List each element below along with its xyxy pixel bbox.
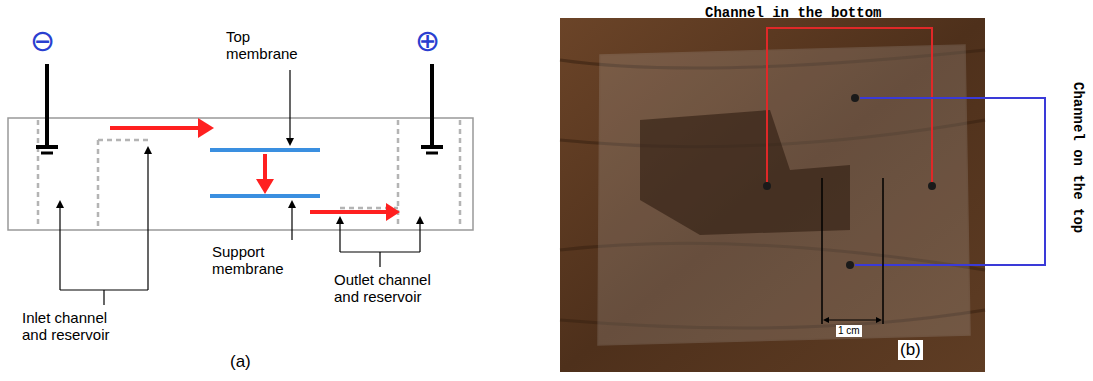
bracket [379, 252, 380, 267]
leader-line [289, 70, 290, 140]
channel-shadow [640, 110, 850, 235]
port-hole [928, 182, 936, 190]
electrode-plate [421, 145, 443, 149]
electrode-plate [426, 152, 438, 155]
bracket [103, 290, 104, 305]
flow-arrow [310, 210, 390, 214]
leader-arrowhead [416, 216, 424, 224]
part-label: Inlet channel and reservoir [22, 309, 132, 344]
flow-arrowhead [198, 118, 214, 138]
channel-wall [98, 139, 148, 142]
electrode-sign: ⊖ [30, 24, 55, 59]
dimension-label: 1 cm [836, 325, 862, 337]
dimension-line [821, 178, 823, 324]
photo-background [560, 18, 985, 372]
device-chip [598, 45, 970, 345]
electrode-wire [45, 64, 49, 146]
electrode-wire [430, 64, 434, 146]
electrode-plate [41, 152, 53, 155]
port-hole [851, 94, 859, 102]
membrane [210, 148, 320, 152]
port-hole [846, 261, 854, 269]
flow-arrowhead [386, 203, 400, 221]
leader-arrowhead [56, 200, 64, 208]
reservoir-wall [37, 120, 40, 228]
bracket [419, 222, 420, 252]
bracket [339, 222, 340, 252]
panel-label: (b) [898, 340, 923, 360]
device-body [8, 118, 473, 230]
leader-arrowhead [336, 216, 344, 224]
membrane [210, 194, 320, 198]
port-hole [763, 182, 771, 190]
channel-bracket [767, 28, 932, 182]
bracket [147, 152, 148, 290]
flow-arrow [110, 126, 202, 130]
leader-line [291, 206, 292, 240]
electrode-sign: ⊕ [415, 24, 440, 59]
callout-label: Channel on the top [1070, 82, 1086, 233]
flow-arrowhead [256, 179, 274, 194]
part-label: Support membrane [212, 243, 288, 278]
flow-arrow [263, 154, 267, 182]
reservoir-wall [459, 120, 462, 228]
callout-label: Channel in the bottom [705, 5, 881, 21]
dimension-line [826, 320, 879, 321]
electrode-plate [36, 145, 58, 149]
part-label: Outlet channel and reservoir [334, 271, 446, 306]
leader-arrowhead [286, 138, 294, 146]
dimension-arrowhead [876, 317, 882, 323]
leader-arrowhead [288, 200, 296, 208]
bracket [59, 206, 60, 290]
dimension-line [882, 178, 884, 324]
panel-label: (a) [230, 352, 251, 372]
dimension-arrowhead [823, 317, 829, 323]
leader-arrowhead [144, 146, 152, 154]
part-label: Top membrane [226, 28, 306, 63]
reservoir-wall [97, 140, 100, 228]
